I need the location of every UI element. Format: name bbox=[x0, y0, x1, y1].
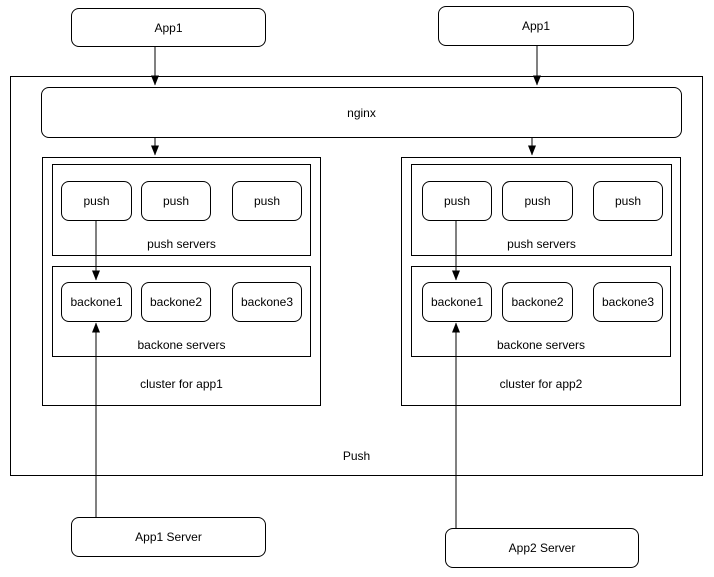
node-app2-server: App2 Server bbox=[445, 528, 639, 568]
node-push-2-app1: push bbox=[141, 181, 211, 221]
node-backone3-app1: backone3 bbox=[232, 282, 302, 322]
cluster-app1: cluster for app1 push push push push ser… bbox=[42, 157, 321, 406]
backone-servers-group-app1: backone1 backone2 backone3 backone serve… bbox=[52, 266, 311, 357]
node-backone2-app2-label: backone2 bbox=[511, 295, 564, 309]
node-push-1-app1-label: push bbox=[83, 194, 110, 208]
cluster-app2-label: cluster for app2 bbox=[499, 377, 583, 391]
push-servers-group-app2-label: push servers bbox=[507, 237, 576, 251]
node-app1-left-label: App1 bbox=[154, 20, 183, 35]
backone-servers-group-app1-label: backone servers bbox=[137, 338, 226, 352]
node-push-1-app1: push bbox=[61, 181, 132, 221]
node-push-3-app1-label: push bbox=[253, 194, 281, 208]
node-backone3-app1-label: backone3 bbox=[240, 295, 294, 309]
node-push-2-app1-label: push bbox=[162, 194, 190, 208]
backone-servers-group-app2: backone1 backone2 backone3 backone serve… bbox=[411, 266, 671, 357]
push-servers-group-app2: push push push push servers bbox=[411, 164, 672, 256]
node-backone1-app1: backone1 bbox=[61, 282, 132, 322]
node-backone1-app2-label: backone1 bbox=[430, 295, 484, 309]
node-backone3-app2-label: backone3 bbox=[601, 295, 655, 309]
node-app2-server-label: App2 Server bbox=[508, 541, 576, 555]
node-app1-right: App1 bbox=[438, 6, 634, 46]
backone-servers-group-app2-label: backone servers bbox=[496, 338, 586, 352]
node-backone1-app1-label: backone1 bbox=[70, 295, 123, 309]
node-push-2-app2-label: push bbox=[524, 194, 551, 208]
push-servers-group-app1: push push push push servers bbox=[52, 164, 311, 256]
node-nginx: nginx bbox=[41, 87, 682, 138]
node-nginx-label: nginx bbox=[347, 105, 376, 120]
node-backone2-app1: backone2 bbox=[141, 282, 211, 322]
node-backone3-app2: backone3 bbox=[593, 282, 663, 322]
node-backone2-app2: backone2 bbox=[502, 282, 573, 322]
node-push-1-app2-label: push bbox=[443, 194, 471, 208]
node-push-3-app1: push bbox=[232, 181, 302, 221]
cluster-app1-label: cluster for app1 bbox=[140, 377, 223, 391]
node-app1-server: App1 Server bbox=[71, 517, 266, 557]
node-backone2-app1-label: backone2 bbox=[149, 295, 203, 309]
node-push-2-app2: push bbox=[502, 181, 573, 221]
node-backone1-app2: backone1 bbox=[422, 282, 492, 322]
cluster-app2: cluster for app2 push push push push ser… bbox=[401, 157, 681, 406]
node-push-1-app2: push bbox=[422, 181, 492, 221]
push-servers-group-app1-label: push servers bbox=[147, 237, 216, 251]
node-app1-right-label: App1 bbox=[521, 19, 551, 33]
node-push-3-app2: push bbox=[593, 181, 663, 221]
node-app1-server-label: App1 Server bbox=[135, 530, 202, 544]
push-system-label: Push bbox=[342, 449, 371, 463]
node-app1-left: App1 bbox=[71, 8, 266, 47]
node-push-3-app2-label: push bbox=[614, 194, 642, 208]
